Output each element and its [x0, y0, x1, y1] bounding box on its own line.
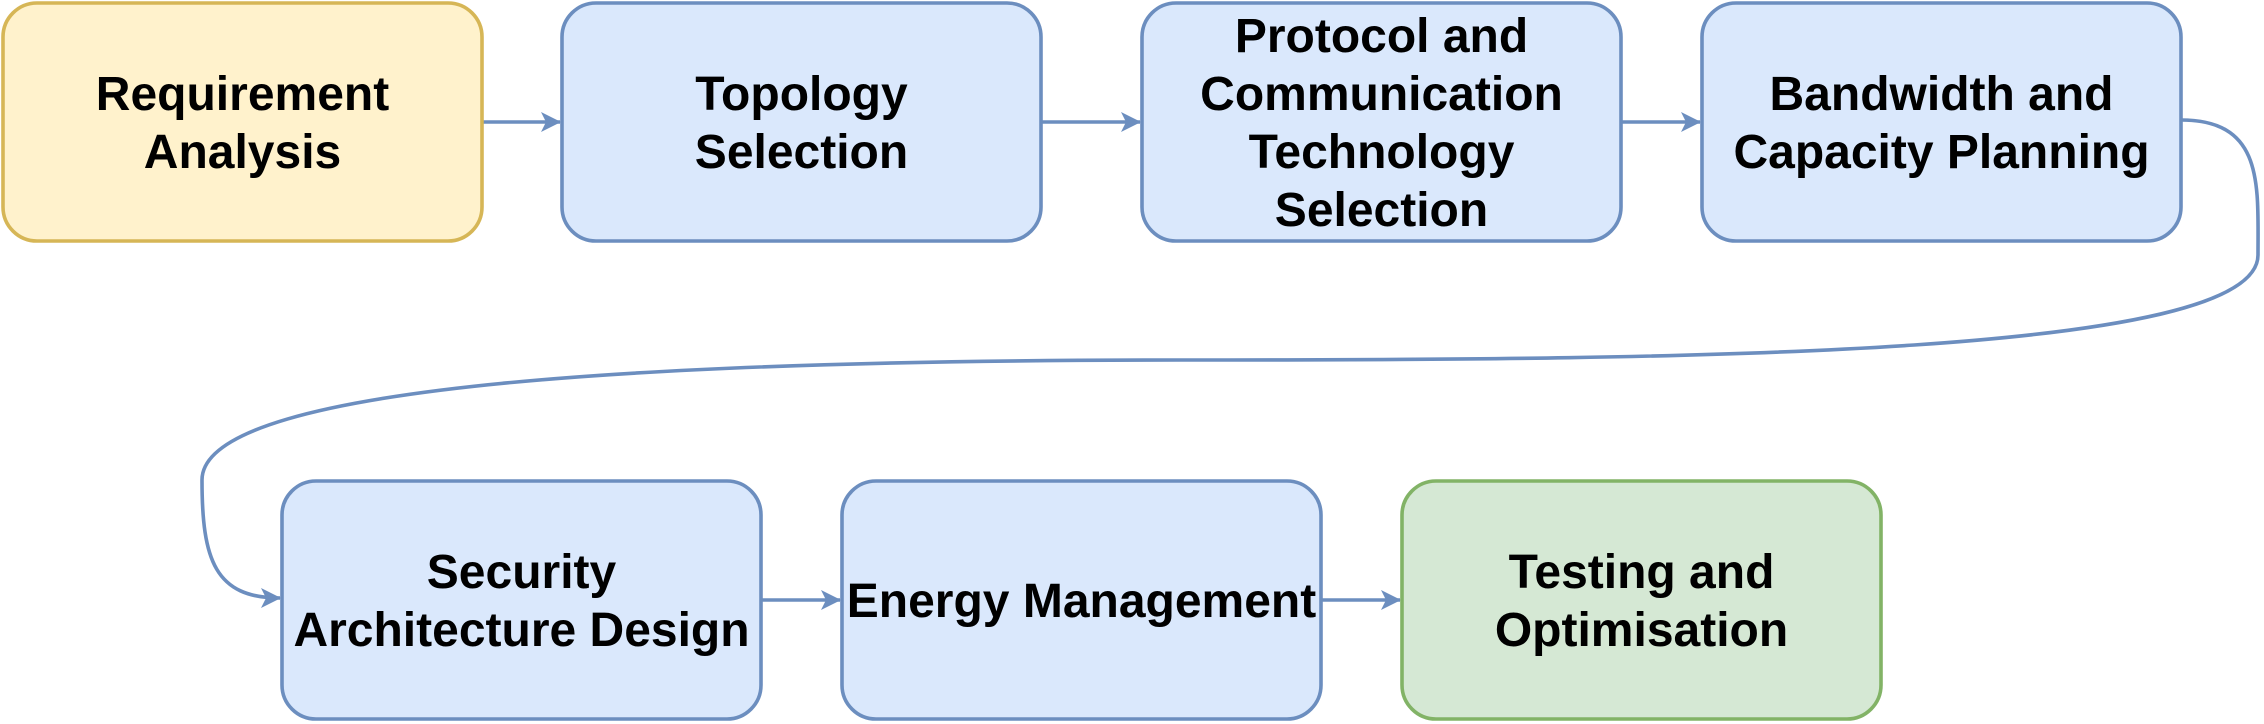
node-label-line: Optimisation	[1495, 604, 1788, 657]
node-label-line: Analysis	[144, 126, 341, 179]
node-energy-management: Energy Management	[840, 479, 1323, 721]
node-label-line: Communication	[1200, 68, 1563, 121]
node-box-security-design	[280, 479, 763, 721]
node-label-line: Security	[427, 546, 617, 599]
node-label-line: Protocol and	[1235, 10, 1528, 63]
node-box-bandwidth-planning	[1700, 1, 2183, 243]
node-label-line: Bandwidth and	[1770, 68, 2114, 121]
node-box-testing-optimisation	[1400, 479, 1883, 721]
node-label-line: Requirement	[96, 68, 389, 121]
node-box-topology-selection	[560, 1, 1043, 243]
node-label-line: Selection	[695, 126, 908, 179]
node-label-line: Architecture Design	[293, 604, 749, 657]
node-label-line: Technology	[1249, 126, 1515, 179]
node-label-line: Selection	[1275, 184, 1488, 237]
node-box-requirement-analysis	[1, 1, 484, 243]
edges-layer	[200, 112, 2260, 610]
node-label-line: Energy Management	[847, 575, 1316, 628]
node-box-protocol-selection	[1140, 1, 1623, 243]
node-box-energy-management	[840, 479, 1323, 721]
node-label-line: Testing and	[1509, 546, 1775, 599]
node-label-line: Capacity Planning	[1733, 126, 2149, 179]
node-label-line: Topology	[695, 68, 908, 121]
node-label-energy-management: Energy Management	[847, 575, 1316, 628]
edge-bandwidth-planning-to-security-design	[200, 118, 2260, 608]
